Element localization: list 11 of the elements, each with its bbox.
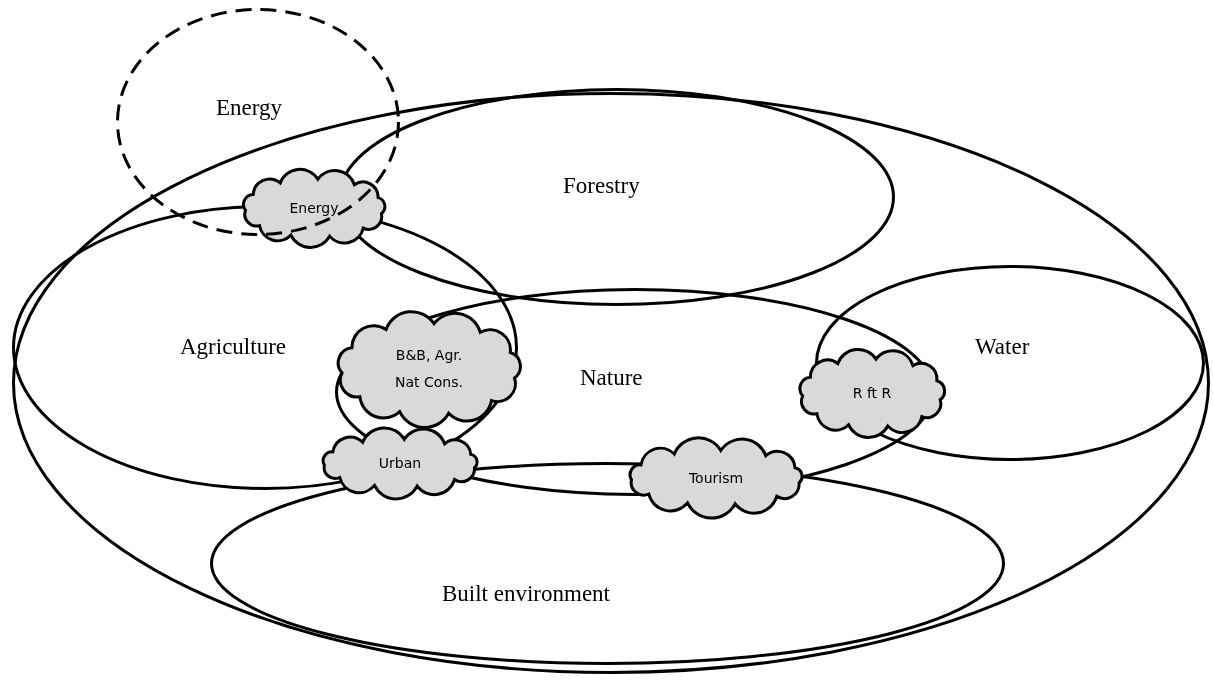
cloud-label: Urban (378, 453, 422, 473)
cloud-label: B&B, Agr. Nat Cons. (394, 346, 464, 392)
region-label: Energy (216, 94, 282, 122)
region-label: Built environment (442, 580, 610, 608)
region-label: Nature (580, 364, 643, 392)
region-label: Water (975, 333, 1030, 361)
cloud-label: R ft R (852, 383, 892, 403)
region-label: Forestry (563, 172, 640, 200)
cloud-label: Tourism (688, 468, 744, 488)
region-label: Agriculture (180, 333, 286, 361)
cloud-label: Energy (289, 198, 339, 218)
